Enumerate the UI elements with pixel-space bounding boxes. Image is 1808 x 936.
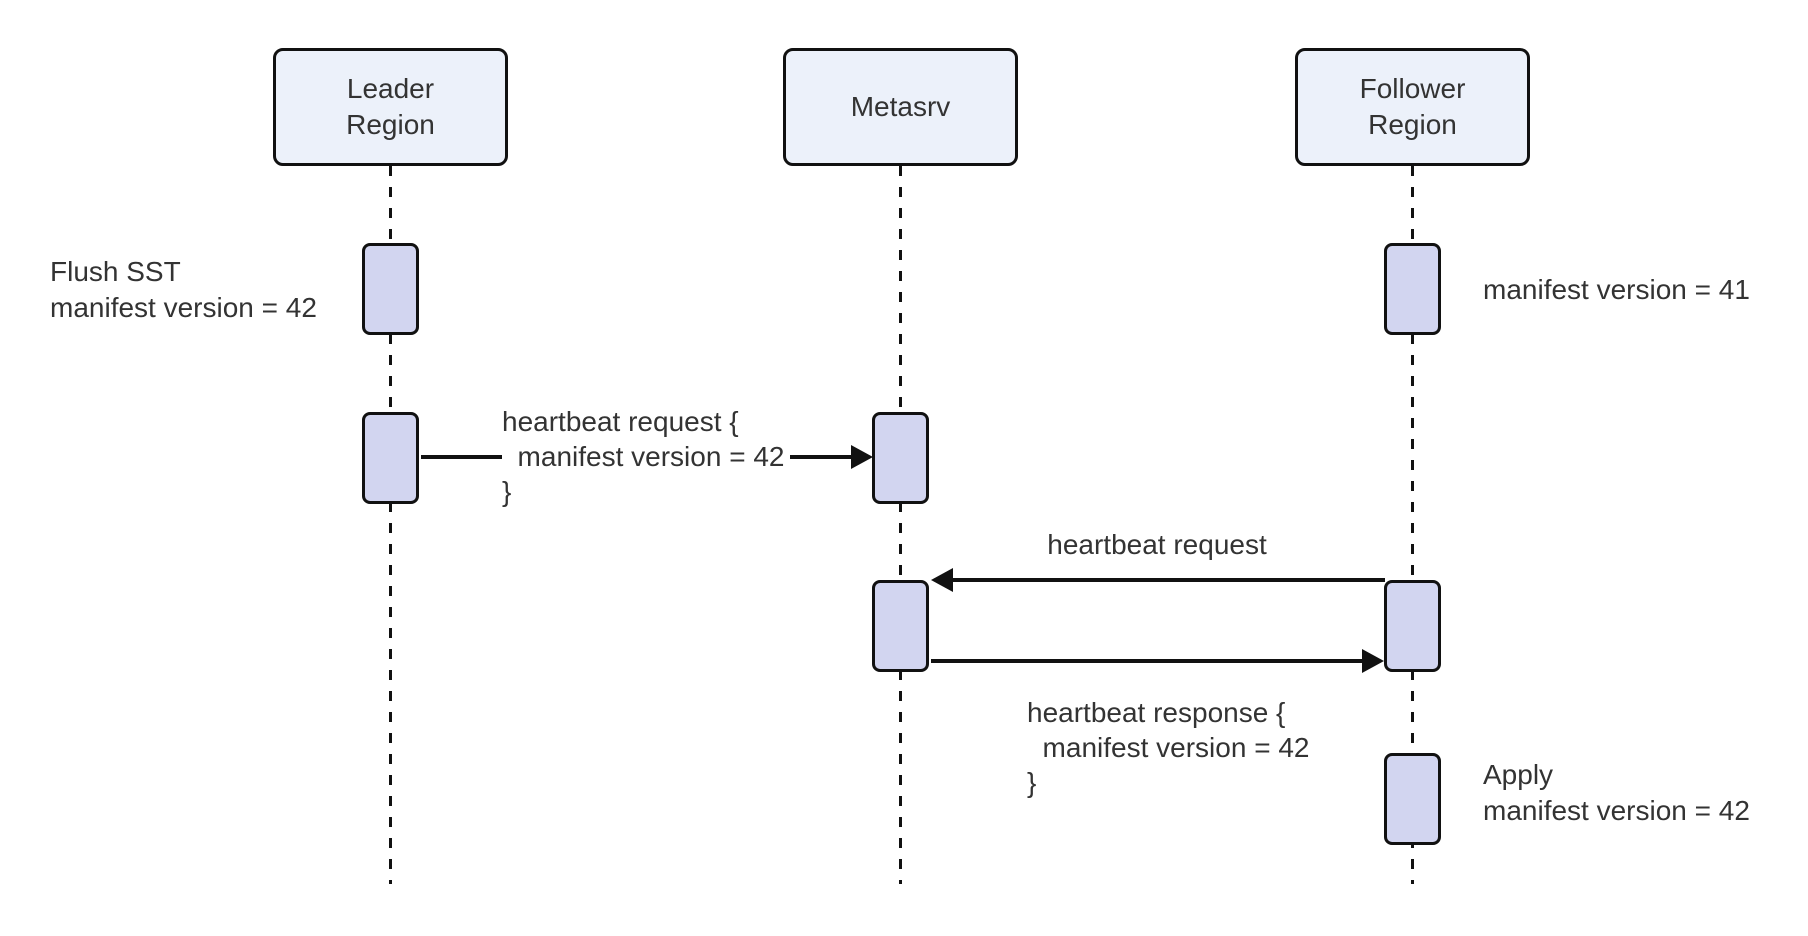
activation-box-follower-exchange [1384, 580, 1441, 672]
lifeline-metasrv [898, 166, 903, 884]
arrow-line [931, 659, 1368, 663]
message-label-heartbeat-request-42: heartbeat request { manifest version = 4… [502, 404, 791, 509]
message-label-heartbeat-request: heartbeat request [1047, 529, 1267, 560]
activation-box-metasrv-exchange [872, 580, 929, 672]
participant-label: Leader Region [346, 73, 435, 140]
activation-box-metasrv-receive [872, 412, 929, 504]
participant-leader-region: Leader Region [273, 48, 508, 166]
activation-box-leader-heartbeat [362, 412, 419, 504]
participant-label: Follower Region [1359, 73, 1466, 140]
participant-metasrv: Metasrv [783, 48, 1018, 166]
lifeline-follower-region [1410, 166, 1415, 884]
message-label-heartbeat-response: heartbeat response { manifest version = … [1027, 697, 1310, 798]
activation-box-leader-flush [362, 243, 419, 335]
arrowhead-left-icon [931, 568, 953, 592]
arrowhead-right-icon [1362, 649, 1384, 673]
arrow-line [947, 578, 1385, 582]
message-arrow-follower-to-metasrv [931, 568, 1385, 592]
participant-label: Metasrv [850, 91, 951, 122]
activation-box-follower-v41 [1384, 243, 1441, 335]
arrowhead-right-icon [851, 445, 873, 469]
annotation-manifest-41: manifest version = 41 [1483, 274, 1750, 305]
lifeline-leader-region [388, 166, 393, 884]
participant-follower-region: Follower Region [1295, 48, 1530, 166]
activation-box-follower-apply [1384, 753, 1441, 845]
annotation-apply-42: Apply manifest version = 42 [1483, 759, 1750, 826]
message-arrow-metasrv-to-follower [931, 649, 1384, 673]
annotation-flush-sst: Flush SST manifest version = 42 [50, 256, 317, 323]
